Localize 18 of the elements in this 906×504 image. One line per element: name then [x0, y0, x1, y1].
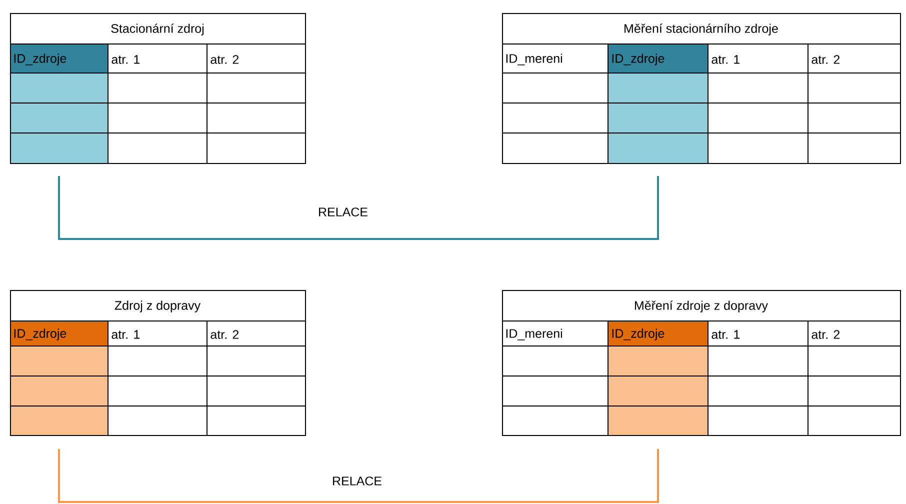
header-cell: ID_zdroje: [14, 54, 66, 66]
relation-line: [58, 176, 659, 240]
relation-line: [58, 449, 659, 503]
header-cell: atr. 2: [210, 55, 239, 64]
header-cell: atr. 1: [712, 55, 740, 64]
header-cell: atr. 2: [812, 330, 840, 339]
header-cell: atr. 1: [112, 330, 140, 339]
edge-label: RELACE: [331, 476, 383, 486]
edge-label: RELACE: [317, 206, 370, 218]
header-cell: atr. 1: [112, 55, 140, 64]
header-cell: ID_mereni: [506, 328, 562, 340]
header-cell: atr. 2: [210, 330, 239, 339]
header-cell: ID_zdroje: [612, 328, 664, 340]
header-cell: atr. 2: [812, 55, 840, 64]
header-cell: ID_zdroje: [14, 328, 66, 340]
header-cell: atr. 1: [712, 330, 740, 339]
header-cell: ID_mereni: [506, 54, 562, 66]
header-cell: ID_zdroje: [612, 54, 664, 66]
